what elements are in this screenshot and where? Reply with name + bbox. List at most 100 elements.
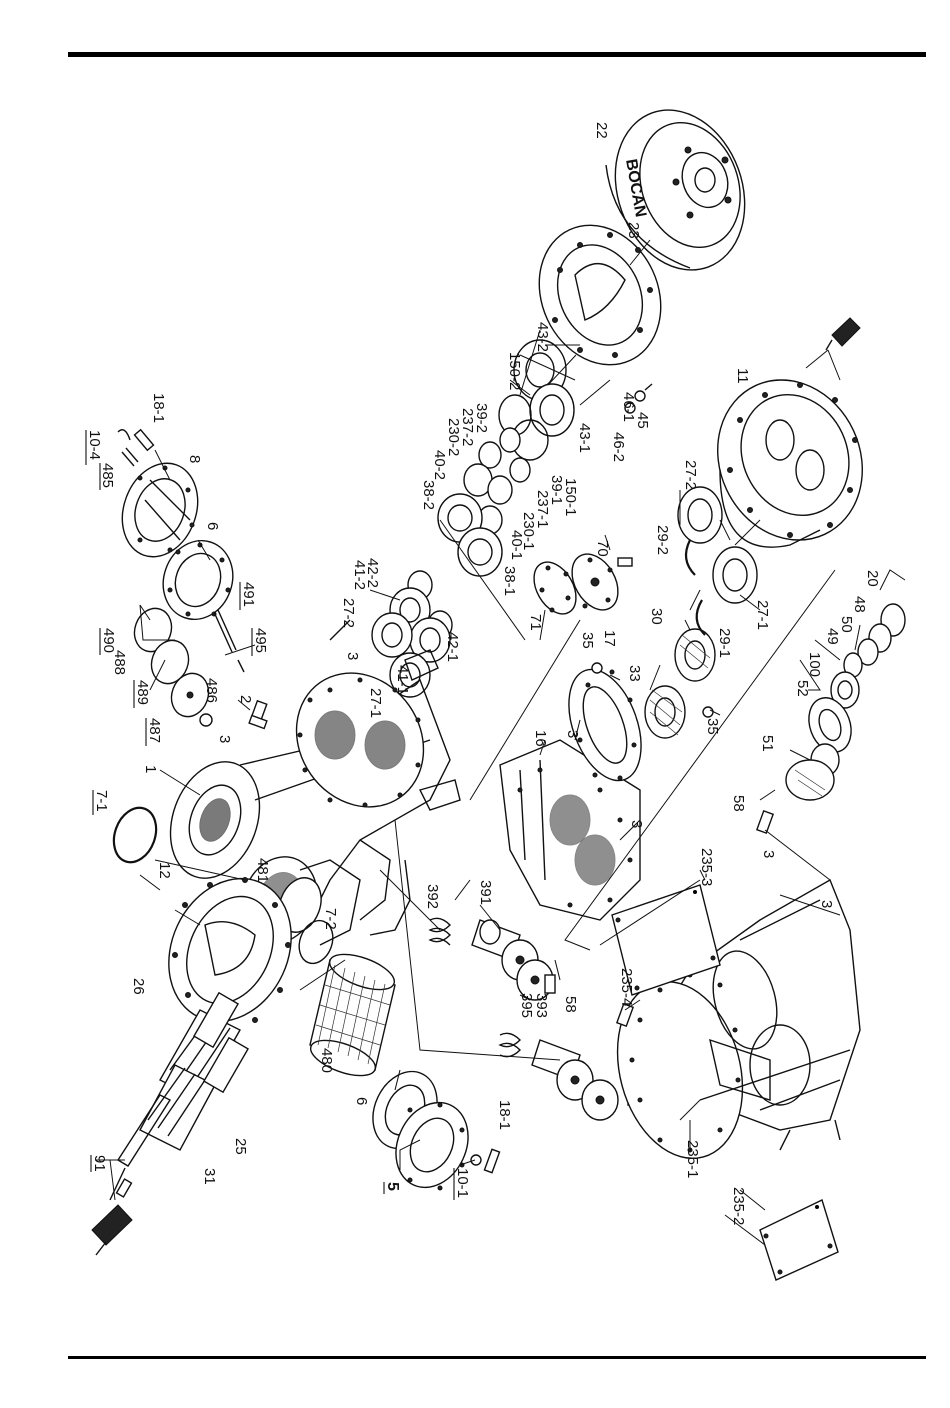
- label-10-1: 10-1: [454, 1168, 471, 1198]
- footer-rule: [68, 1356, 926, 1359]
- label-7-2: 7-2: [322, 908, 339, 930]
- label-230-1: 230-1: [520, 512, 537, 550]
- filter-480: [309, 953, 396, 1077]
- label-33: 33: [626, 665, 643, 682]
- label-42-1: 42-1: [444, 632, 461, 662]
- disc-70: [571, 553, 633, 611]
- label-39-1: 39-1: [548, 475, 565, 505]
- shaft-end-right: [805, 317, 861, 381]
- label-41-2: 41-2: [351, 560, 368, 590]
- label-50: 50: [838, 616, 855, 633]
- label-8: 8: [186, 455, 203, 463]
- label-22: 22: [593, 122, 610, 139]
- header-rule: [68, 52, 926, 57]
- label-395: 395: [518, 993, 535, 1018]
- label-42-2: 42-2: [364, 558, 381, 588]
- label-41-1: 41-1: [394, 665, 411, 695]
- label-487: 487: [146, 718, 163, 743]
- label-43-2: 43-2: [534, 322, 551, 352]
- label-3f: 3: [628, 820, 645, 828]
- label-17: 17: [601, 630, 618, 647]
- label-29-1: 29-1: [716, 628, 733, 658]
- label-235-1: 235-1: [684, 1140, 701, 1178]
- label-46-1: 46-1: [620, 392, 637, 422]
- label-237-1: 237-1: [534, 490, 551, 528]
- label-27-2a: 27-2: [340, 598, 357, 628]
- label-underlines: [85, 430, 455, 1200]
- label-27-1a: 27-1: [367, 688, 384, 718]
- label-495: 495: [252, 628, 269, 653]
- label-6b: 6: [353, 1097, 370, 1105]
- label-3d: 3: [818, 900, 835, 908]
- gasket-17: [568, 668, 642, 782]
- discs-490-488-489: [133, 607, 245, 727]
- label-12: 12: [156, 862, 173, 879]
- label-30: 30: [648, 608, 665, 625]
- bolt-45: [624, 383, 653, 414]
- label-58b: 58: [730, 795, 747, 812]
- label-3e: 3: [564, 730, 581, 738]
- label-1: 1: [142, 765, 159, 773]
- label-31: 31: [201, 1168, 218, 1185]
- seal-35-lower: [702, 706, 714, 718]
- bearing-30: [674, 628, 716, 682]
- label-27-2b: 27-2: [682, 460, 699, 490]
- label-100: 100: [806, 652, 823, 677]
- valve-assembly-upper: [428, 917, 556, 1001]
- housing-16: [499, 739, 641, 921]
- label-10-4: 10-4: [86, 430, 103, 460]
- label-490: 490: [100, 628, 117, 653]
- label-5: 5: [384, 1182, 401, 1191]
- label-91: 91: [91, 1155, 108, 1172]
- label-488: 488: [111, 650, 128, 675]
- label-7-1: 7-1: [93, 790, 110, 812]
- label-480: 480: [318, 1048, 335, 1073]
- label-35b: 35: [704, 718, 721, 735]
- label-39-2: 39-2: [473, 403, 490, 433]
- label-150-2: 150-2: [506, 352, 523, 390]
- label-18-1a: 18-1: [150, 393, 167, 423]
- label-46-2: 46-2: [610, 432, 627, 462]
- label-3b: 3: [216, 735, 233, 743]
- label-486: 486: [203, 678, 220, 703]
- end-cover-22: BOCAN: [605, 109, 746, 271]
- label-485: 485: [99, 463, 116, 488]
- leader-lines: [139, 239, 906, 1246]
- label-491: 491: [240, 582, 257, 607]
- coupling-left: [91, 1159, 133, 1256]
- label-49: 49: [824, 628, 841, 645]
- label-40-1: 40-1: [508, 530, 525, 560]
- label-235-4: 235-4: [618, 968, 635, 1006]
- label-392: 392: [424, 884, 441, 909]
- label-26: 26: [130, 978, 147, 995]
- label-481: 481: [254, 858, 271, 883]
- label-3c: 3: [760, 850, 777, 858]
- disc-71: [533, 561, 577, 615]
- label-230-2: 230-2: [445, 418, 462, 456]
- label-235-3: 235-3: [698, 848, 715, 886]
- bearing-33: [644, 685, 686, 739]
- o-ring-7-2: [298, 919, 334, 965]
- label-6a: 6: [204, 522, 221, 530]
- label-18-1b: 18-1: [496, 1100, 513, 1130]
- screw-235-4: [615, 1002, 635, 1028]
- label-48: 48: [851, 596, 868, 613]
- bolt-2: [248, 699, 268, 730]
- flange-5: [395, 1101, 501, 1191]
- label-29-2: 29-2: [654, 525, 671, 555]
- seal-pack-lower-right: [755, 603, 906, 835]
- label-16: 16: [532, 730, 549, 747]
- label-58a: 58: [562, 996, 579, 1013]
- label-38-2: 38-2: [420, 480, 437, 510]
- label-45: 45: [634, 412, 651, 429]
- housing-11: [717, 379, 863, 548]
- seal-35-upper: [591, 662, 603, 674]
- label-391: 391: [477, 880, 494, 905]
- label-40-2: 40-2: [431, 450, 448, 480]
- label-237-2: 237-2: [459, 408, 476, 446]
- housing-235-1: [616, 878, 861, 1160]
- gasket-23: [538, 224, 662, 366]
- main-housing-1: [169, 619, 461, 946]
- label-23: 23: [625, 222, 642, 239]
- label-27-1b: 27-1: [754, 600, 771, 630]
